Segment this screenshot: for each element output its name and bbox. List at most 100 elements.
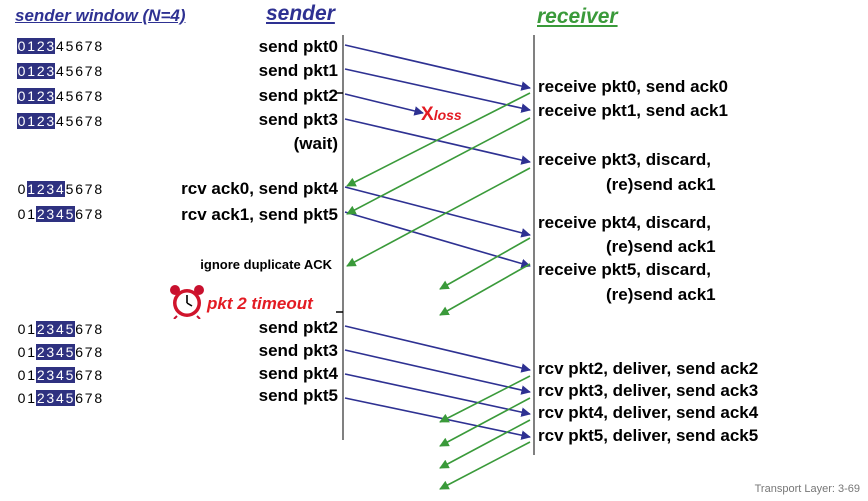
window-seq-num: 8 bbox=[94, 206, 103, 222]
window-seq-num: 2 bbox=[36, 206, 46, 222]
window-seq-num: 5 bbox=[65, 88, 74, 104]
sender-title: sender bbox=[266, 2, 335, 25]
window-row: 012345678 bbox=[17, 344, 103, 360]
window-seq-num: 6 bbox=[75, 344, 84, 360]
arrow-ack3 bbox=[439, 397, 531, 447]
arrow-ack2 bbox=[439, 375, 531, 423]
window-seq-num: 8 bbox=[94, 88, 103, 104]
window-seq-num: 1 bbox=[27, 344, 36, 360]
window-seq-num: 0 bbox=[17, 181, 26, 197]
window-seq-num: 3 bbox=[45, 367, 56, 383]
window-seq-num: 1 bbox=[27, 390, 36, 406]
arrow-pkt2-lost bbox=[344, 93, 424, 116]
window-seq-num: 7 bbox=[84, 38, 94, 54]
receiver-title: receiver bbox=[537, 5, 618, 28]
window-row: 012345678 bbox=[17, 321, 103, 337]
sender-event: send pkt1 bbox=[258, 61, 338, 80]
window-seq-num: 7 bbox=[84, 88, 94, 104]
arrow-pkt5-resend bbox=[344, 397, 531, 440]
window-seq-num: 2 bbox=[36, 88, 46, 104]
window-seq-num: 0 bbox=[17, 88, 27, 104]
window-row: 012345678 bbox=[17, 88, 103, 104]
window-seq-num: 7 bbox=[84, 321, 94, 337]
arrow-pkt3-resend bbox=[344, 349, 531, 395]
window-seq-num: 5 bbox=[65, 38, 74, 54]
sender-event: (wait) bbox=[293, 134, 338, 153]
window-seq-num: 7 bbox=[84, 113, 94, 129]
window-seq-num: 5 bbox=[65, 181, 74, 197]
window-seq-num: 1 bbox=[26, 113, 37, 129]
window-seq-num: 8 bbox=[94, 113, 103, 129]
loss-label: loss bbox=[433, 107, 462, 123]
window-seq-num: 2 bbox=[36, 344, 46, 360]
window-seq-num: 6 bbox=[75, 367, 84, 383]
window-seq-num: 1 bbox=[27, 367, 36, 383]
window-row: 012345678 bbox=[17, 367, 103, 383]
arrow-ack4 bbox=[439, 419, 531, 469]
window-seq-num: 3 bbox=[45, 38, 56, 54]
arrow-pkt4-resend bbox=[344, 373, 531, 417]
sender-event: send pkt2 bbox=[258, 318, 338, 337]
arrow-pkt2-resend bbox=[344, 325, 531, 373]
window-seq-num: 7 bbox=[84, 390, 94, 406]
window-seq-num: 6 bbox=[75, 63, 84, 79]
window-seq-num: 7 bbox=[84, 367, 94, 383]
window-seq-num: 3 bbox=[45, 88, 56, 104]
window-seq-num: 7 bbox=[84, 181, 94, 197]
window-seq-num: 0 bbox=[17, 321, 26, 337]
receiver-event: receive pkt0, send ack0 bbox=[538, 77, 728, 96]
window-seq-num: 1 bbox=[26, 38, 37, 54]
window-seq-num: 6 bbox=[75, 321, 84, 337]
window-seq-num: 7 bbox=[84, 63, 94, 79]
arrow-ack0 bbox=[346, 92, 531, 187]
sender-event: send pkt0 bbox=[258, 37, 338, 56]
window-seq-num: 3 bbox=[45, 344, 56, 360]
window-seq-num: 4 bbox=[55, 181, 65, 197]
sender-event: ignore duplicate ACK bbox=[200, 257, 332, 272]
window-seq-num: 4 bbox=[55, 321, 65, 337]
window-seq-num: 3 bbox=[45, 181, 56, 197]
window-seq-num: 5 bbox=[64, 390, 75, 406]
arrow-pkt1 bbox=[344, 68, 531, 113]
loss-marker: Xloss bbox=[421, 104, 462, 126]
window-seq-num: 6 bbox=[75, 390, 84, 406]
window-seq-num: 3 bbox=[45, 63, 56, 79]
receiver-event: (re)send ack1 bbox=[606, 285, 716, 304]
window-seq-num: 5 bbox=[64, 367, 75, 383]
sender-event: send pkt3 bbox=[258, 110, 338, 129]
window-seq-num: 2 bbox=[36, 390, 46, 406]
receiver-event: receive pkt5, discard, bbox=[538, 260, 711, 279]
window-seq-num: 8 bbox=[94, 38, 103, 54]
receiver-event: receive pkt3, discard, bbox=[538, 150, 711, 169]
sender-event: rcv ack1, send pkt5 bbox=[181, 205, 338, 224]
window-seq-num: 4 bbox=[55, 390, 65, 406]
window-seq-num: 6 bbox=[75, 206, 84, 222]
arrow-ack5 bbox=[439, 441, 531, 490]
window-seq-num: 0 bbox=[17, 367, 26, 383]
window-seq-num: 7 bbox=[84, 344, 94, 360]
window-seq-num: 5 bbox=[65, 113, 74, 129]
sender-event: send pkt5 bbox=[258, 386, 338, 405]
window-seq-num: 4 bbox=[56, 113, 65, 129]
window-seq-num: 5 bbox=[64, 206, 75, 222]
window-seq-num: 5 bbox=[64, 344, 75, 360]
receiver-event: receive pkt4, discard, bbox=[538, 213, 711, 232]
window-seq-num: 2 bbox=[36, 181, 46, 197]
window-seq-num: 2 bbox=[36, 321, 46, 337]
receiver-event: rcv pkt5, deliver, send ack5 bbox=[538, 426, 759, 445]
window-seq-num: 1 bbox=[26, 181, 37, 197]
window-seq-num: 0 bbox=[17, 344, 26, 360]
window-seq-num: 0 bbox=[17, 206, 26, 222]
window-seq-num: 2 bbox=[36, 38, 46, 54]
receiver-event: (re)send ack1 bbox=[606, 175, 716, 194]
arrow-pkt0 bbox=[344, 44, 531, 91]
window-seq-num: 4 bbox=[55, 367, 65, 383]
window-seq-num: 2 bbox=[36, 63, 46, 79]
timeout-bracket bbox=[336, 92, 343, 313]
alarm-clock-icon bbox=[170, 285, 204, 319]
window-seq-num: 8 bbox=[94, 390, 103, 406]
arrow-ack1-dup bbox=[346, 167, 531, 267]
arrow-pkt5 bbox=[344, 211, 531, 269]
